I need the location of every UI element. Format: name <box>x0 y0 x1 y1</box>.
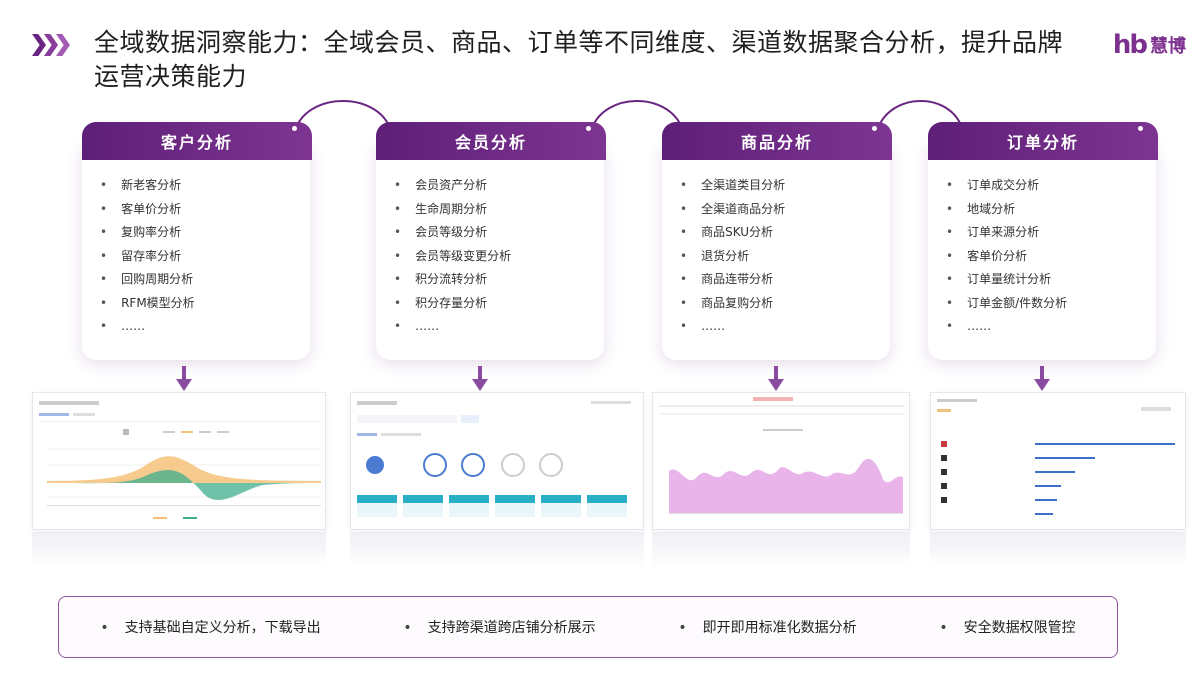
list-item: 积分存量分析 <box>394 292 604 316</box>
list-item: 会员资产分析 <box>394 174 604 198</box>
list-item: 商品SKU分析 <box>680 221 890 245</box>
brand-logo: hb 慧博 <box>1113 30 1186 60</box>
card-heading-product: 商品分析 <box>662 122 892 160</box>
feature-item: 支持基础自定义分析，下载导出 <box>100 617 321 637</box>
list-item: 全渠道类目分析 <box>680 174 890 198</box>
feature-item: 支持跨渠道跨店铺分析展示 <box>403 617 596 637</box>
card-heading-customer: 客户分析 <box>82 122 312 160</box>
arrow-down-icon <box>768 366 784 392</box>
list-item: 会员等级变更分析 <box>394 245 604 269</box>
list-item: RFM模型分析 <box>100 292 310 316</box>
connector-dot <box>1138 126 1143 131</box>
thumbnail-reflection <box>930 532 1186 568</box>
list-item: 会员等级分析 <box>394 221 604 245</box>
connector-dot <box>872 126 877 131</box>
card-customer-analysis: 新老客分析 客单价分析 复购率分析 留存率分析 回购周期分析 RFM模型分析 …… <box>82 140 310 360</box>
dashboard-thumbnail-product <box>652 392 910 530</box>
area-chart-thumbnail <box>39 401 321 519</box>
chevron-arrows-icon <box>32 34 70 56</box>
page-title: 全域数据洞察能力：全域会员、商品、订单等不同维度、渠道数据聚合分析，提升品牌运营… <box>94 28 1064 91</box>
arrow-down-icon <box>176 366 192 392</box>
list-item: 留存率分析 <box>100 245 310 269</box>
list-item: 订单量统计分析 <box>946 268 1156 292</box>
list-item: 订单来源分析 <box>946 221 1156 245</box>
feature-item: 即开即用标准化数据分析 <box>678 617 857 637</box>
dashboard-thumbnail-member <box>350 392 644 530</box>
thumbnail-reflection <box>652 532 910 568</box>
arrow-down-icon <box>1034 366 1050 392</box>
card-heading-member: 会员分析 <box>376 122 606 160</box>
card-product-analysis: 全渠道类目分析 全渠道商品分析 商品SKU分析 退货分析 商品连带分析 商品复购… <box>662 140 890 360</box>
list-item: 商品复购分析 <box>680 292 890 316</box>
list-item: …… <box>100 315 310 339</box>
list-item: 客单价分析 <box>100 198 310 222</box>
kpi-thumbnail <box>357 401 631 517</box>
thumbnail-reflection <box>32 532 326 568</box>
list-item: …… <box>680 315 890 339</box>
bar-list-thumbnail <box>937 399 1175 515</box>
list-item: 客单价分析 <box>946 245 1156 269</box>
dashboard-thumbnail-customer <box>32 392 326 530</box>
list-item: 地域分析 <box>946 198 1156 222</box>
card-member-analysis: 会员资产分析 生命周期分析 会员等级分析 会员等级变更分析 积分流转分析 积分存… <box>376 140 604 360</box>
list-item: 订单金额/件数分析 <box>946 292 1156 316</box>
thumbnail-reflection <box>350 532 644 568</box>
arrow-down-icon <box>472 366 488 392</box>
list-item: …… <box>946 315 1156 339</box>
connector-dot <box>586 126 591 131</box>
list-item: 新老客分析 <box>100 174 310 198</box>
dashboard-thumbnail-order <box>930 392 1186 530</box>
feature-item: 安全数据权限管控 <box>939 617 1076 637</box>
pink-area-chart-thumbnail <box>659 397 905 514</box>
list-item: 生命周期分析 <box>394 198 604 222</box>
list-item: 退货分析 <box>680 245 890 269</box>
list-item: 积分流转分析 <box>394 268 604 292</box>
list-item: 回购周期分析 <box>100 268 310 292</box>
card-heading-order: 订单分析 <box>928 122 1158 160</box>
list-item: 订单成交分析 <box>946 174 1156 198</box>
list-item: 全渠道商品分析 <box>680 198 890 222</box>
list-item: …… <box>394 315 604 339</box>
logo-mark: hb <box>1112 30 1148 60</box>
logo-name: 慧博 <box>1150 36 1186 57</box>
card-order-analysis: 订单成交分析 地域分析 订单来源分析 客单价分析 订单量统计分析 订单金额/件数… <box>928 140 1156 360</box>
feature-bar: 支持基础自定义分析，下载导出 支持跨渠道跨店铺分析展示 即开即用标准化数据分析 … <box>58 596 1118 658</box>
connector-dot <box>292 126 297 131</box>
list-item: 复购率分析 <box>100 221 310 245</box>
list-item: 商品连带分析 <box>680 268 890 292</box>
